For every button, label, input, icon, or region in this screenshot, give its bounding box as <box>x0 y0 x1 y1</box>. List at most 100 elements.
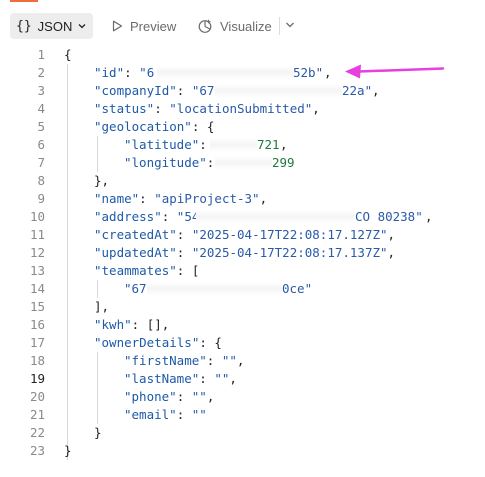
json-value: "" <box>214 371 230 386</box>
indent-guide <box>97 280 98 298</box>
indent-guide <box>97 136 98 172</box>
json-value: "" <box>191 407 207 422</box>
line-number: 21 <box>29 407 45 422</box>
line-number: 14 <box>29 281 45 296</box>
json-value: "locationSubmitted" <box>169 101 313 116</box>
json-value: "6 <box>139 65 155 80</box>
open-brace: { <box>64 47 72 62</box>
code-line: 13 "teammates": [ <box>0 262 485 280</box>
preview-button[interactable]: Preview <box>112 13 176 39</box>
braces-icon: {} <box>16 18 32 34</box>
json-key: "longitude" <box>124 155 207 170</box>
json-value: 299 <box>272 155 295 170</box>
toolbar-divider <box>279 17 280 35</box>
line-number: 13 <box>29 263 45 278</box>
json-value: 721 <box>257 137 280 152</box>
arrow-annotation <box>345 64 445 79</box>
play-icon <box>112 20 123 32</box>
format-label: JSON <box>37 18 73 34</box>
code-line: 14 "67 0ce" <box>0 280 485 298</box>
line-number: 3 <box>37 83 45 98</box>
json-value: "" <box>191 389 207 404</box>
json-value: 52b" <box>293 65 324 80</box>
line-number: 20 <box>29 389 45 404</box>
json-key: "lastName" <box>124 371 200 386</box>
line-number: 12 <box>29 245 45 260</box>
code-line: 1 { <box>0 46 485 64</box>
json-value: 0ce" <box>282 281 313 296</box>
line-number: 17 <box>29 335 45 350</box>
code-line: 16 "kwh": [], <box>0 316 485 334</box>
response-toolbar: {} JSON Preview Visualize <box>0 0 485 44</box>
code-line: 7 "longitude": 299 <box>0 154 485 172</box>
line-number: 9 <box>37 191 45 206</box>
line-number: 18 <box>29 353 45 368</box>
code-line: 6 "latitude": 721 , <box>0 136 485 154</box>
line-number: 6 <box>37 137 45 152</box>
code-line: 23 } <box>0 442 485 460</box>
code-line: 20 "phone": "", <box>0 388 485 406</box>
active-tab-indicator <box>10 0 38 2</box>
redaction <box>215 156 272 170</box>
code-line: 21 "email": "" <box>0 406 485 424</box>
json-value: "apiProject-3" <box>154 191 260 206</box>
json-key: "firstName" <box>124 353 207 368</box>
line-number: 5 <box>37 119 45 134</box>
json-key: "phone" <box>124 389 177 404</box>
json-value: "67 <box>124 281 147 296</box>
line-number: 19 <box>29 371 45 386</box>
close-brace: } <box>94 425 102 440</box>
visualize-button[interactable]: Visualize <box>197 13 272 39</box>
json-key: "latitude" <box>124 137 200 152</box>
line-number: 15 <box>29 299 45 314</box>
line-number: 4 <box>37 101 45 116</box>
chevron-down-icon <box>77 21 87 31</box>
close-brace: } <box>64 443 72 458</box>
line-number: 2 <box>37 65 45 80</box>
code-line: 2 "id": "6 52b" , <box>0 64 485 82</box>
format-selector[interactable]: {} JSON <box>10 13 93 39</box>
code-line-active: 19 "lastName": "", <box>0 370 485 388</box>
line-number: 11 <box>29 227 45 242</box>
preview-label: Preview <box>130 18 177 34</box>
code-line: 11 "createdAt": "2025-04-17T22:08:17.127… <box>0 226 485 244</box>
indent-guide <box>67 64 68 460</box>
chevron-down-icon[interactable] <box>283 18 297 37</box>
visualize-icon <box>198 19 212 33</box>
json-value: "2025-04-17T22:08:17.127Z" <box>191 227 388 242</box>
json-key: "geolocation" <box>94 119 192 134</box>
json-key: "createdAt" <box>94 227 177 242</box>
json-value: CO 80238" <box>355 209 423 224</box>
json-key: "kwh" <box>94 317 132 332</box>
redaction <box>147 282 282 296</box>
code-line: 8 }, <box>0 172 485 190</box>
json-key: "email" <box>124 407 177 422</box>
line-number: 7 <box>37 155 45 170</box>
json-key: "updatedAt" <box>94 245 177 260</box>
json-value: "67 <box>191 83 215 98</box>
visualize-label: Visualize <box>220 18 272 34</box>
json-key: "status" <box>94 101 155 116</box>
json-value: 22a" <box>342 83 373 98</box>
line-number: 16 <box>29 317 45 332</box>
close-brace: }, <box>94 173 110 188</box>
code-line: 22 } <box>0 424 485 442</box>
json-key: "ownerDetails" <box>94 335 200 350</box>
json-key: "companyId" <box>94 83 177 98</box>
json-value: "" <box>221 353 237 368</box>
redaction <box>215 84 342 98</box>
code-line: 17 "ownerDetails": { <box>0 334 485 352</box>
redaction <box>196 210 354 224</box>
code-line: 18 "firstName": "", <box>0 352 485 370</box>
redaction <box>210 138 257 152</box>
json-key: "teammates" <box>94 263 177 278</box>
json-key: "name" <box>94 191 140 206</box>
line-number: 22 <box>29 425 45 440</box>
line-number: 23 <box>29 443 45 458</box>
code-line: 4 "status": "locationSubmitted", <box>0 100 485 118</box>
line-number: 10 <box>29 209 45 224</box>
code-line: 5 "geolocation": { <box>0 118 485 136</box>
redaction <box>157 66 293 80</box>
code-line: 9 "name": "apiProject-3", <box>0 190 485 208</box>
code-line: 3 "companyId": "67 22a" , <box>0 82 485 100</box>
